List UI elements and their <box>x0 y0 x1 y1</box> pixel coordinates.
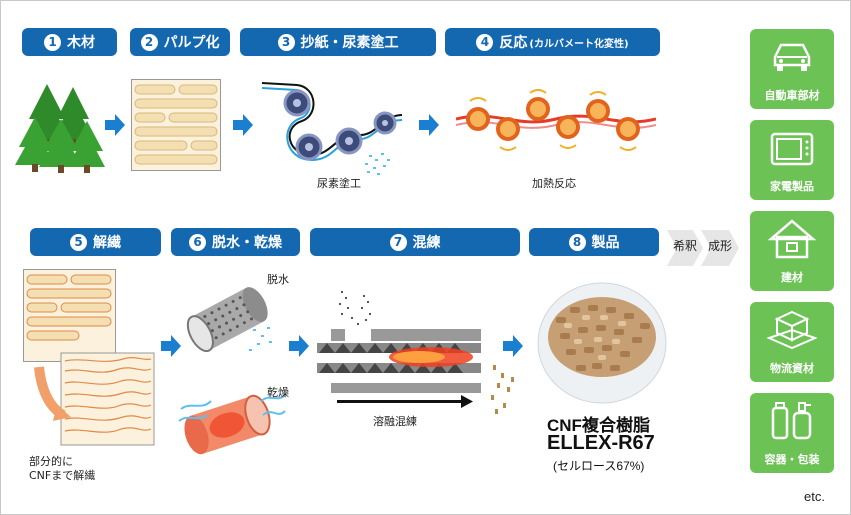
microwave-icon <box>770 132 814 166</box>
arrow-right-icon <box>289 335 309 357</box>
drying-drum-illustration <box>178 394 286 455</box>
mold-label: 成形 <box>708 239 733 253</box>
step-sublabel: (カルバメート化変性) <box>529 38 629 50</box>
step-label: 混練 <box>412 235 441 251</box>
partial-caption-line2: CNFまで解繊 <box>29 469 96 482</box>
step-label: 脱水・乾燥 <box>212 235 282 251</box>
arrow-right-icon <box>503 335 523 357</box>
arrow-right-icon <box>161 335 181 357</box>
application-appliances: 家電製品 <box>750 120 834 200</box>
application-logistics: 物流資材 <box>750 302 834 382</box>
step-label: 木材 <box>67 35 95 51</box>
paper-coating-illustration <box>261 82 403 175</box>
partial-caption-line1: 部分的に <box>29 455 73 468</box>
step-7-kneading: 7 混練 <box>310 228 520 256</box>
trees-illustration <box>15 84 105 173</box>
melt-knead-caption: 溶融混練 <box>373 415 417 428</box>
step-1-wood: 1 木材 <box>22 28 117 56</box>
dry-caption: 乾燥 <box>267 386 289 399</box>
step-number: 8 <box>568 233 586 251</box>
extruder-illustration <box>317 291 514 414</box>
step-label: 製品 <box>591 235 620 251</box>
step-label: 反応 <box>499 35 528 51</box>
heat-reaction-caption: 加熱反応 <box>532 177 576 190</box>
step-label: 解繊 <box>93 235 121 251</box>
dilute-label: 希釈 <box>673 239 698 253</box>
step-3-papermaking: 3 抄紙・尿素塗工 <box>240 28 436 56</box>
mold-chevron <box>701 230 739 266</box>
application-building: 建材 <box>750 211 834 291</box>
step-number: 2 <box>140 33 158 51</box>
step-number: 7 <box>389 233 407 251</box>
arrow-right-icon <box>233 114 253 136</box>
step-number: 4 <box>476 33 494 51</box>
application-label: 容器・包装 <box>764 453 820 466</box>
dewater-caption: 脱水 <box>267 273 289 286</box>
car-icon <box>773 43 811 71</box>
step-label: 抄紙・尿素塗工 <box>300 35 399 51</box>
defibration-illustration <box>23 269 155 446</box>
step-number: 5 <box>70 233 87 251</box>
step-5-defibration: 5 解繊 <box>30 228 161 256</box>
pulp-fibers-illustration <box>131 79 221 171</box>
application-label: 物流資材 <box>770 362 814 375</box>
dilute-chevron <box>667 230 703 266</box>
step-8-product: 8 製品 <box>529 228 659 256</box>
step-6-dewater-dry: 6 脱水・乾燥 <box>171 228 300 256</box>
step-number: 6 <box>189 233 206 251</box>
arrow-right-icon <box>105 114 125 136</box>
urea-coating-caption: 尿素塗工 <box>317 177 361 190</box>
arrow-right-icon <box>419 114 439 136</box>
product-name-line3: (セルロース67%) <box>553 459 645 473</box>
heat-reaction-illustration <box>456 89 656 151</box>
product-name-line1: CNF複合樹脂 <box>547 416 650 435</box>
dewatering-drum-illustration <box>186 287 272 353</box>
step-2-pulping: 2 パルプ化 <box>130 28 230 56</box>
product-name-line2: ELLEX-R67 <box>547 432 655 454</box>
application-label: 自動車部材 <box>764 89 820 102</box>
pallet-box-icon <box>767 310 817 350</box>
application-automotive: 自動車部材 <box>750 29 834 109</box>
step-4-reaction: 4 反応(カルバメート化変性) <box>445 28 660 56</box>
application-label: 建材 <box>781 271 803 284</box>
pellets-bowl-illustration <box>537 282 667 404</box>
step-number: 3 <box>277 33 295 51</box>
etc-footer: etc. <box>804 489 825 504</box>
application-label: 家電製品 <box>770 180 814 193</box>
house-icon <box>767 219 817 259</box>
bottles-icon <box>771 402 812 440</box>
step-label: パルプ化 <box>163 35 220 51</box>
step-number: 1 <box>44 33 61 51</box>
application-packaging: 容器・包装 <box>750 393 834 473</box>
